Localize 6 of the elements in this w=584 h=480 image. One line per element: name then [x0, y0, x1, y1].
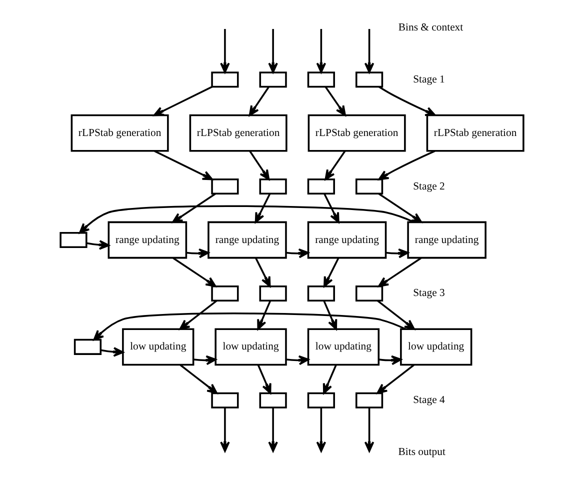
label: Stage 4: [413, 394, 445, 406]
label: Stage 3: [413, 287, 445, 300]
label: Stage 1: [413, 73, 445, 86]
label: Bits output: [398, 446, 446, 458]
label: Stage 2: [413, 180, 445, 192]
label: Bins & context: [398, 22, 464, 34]
